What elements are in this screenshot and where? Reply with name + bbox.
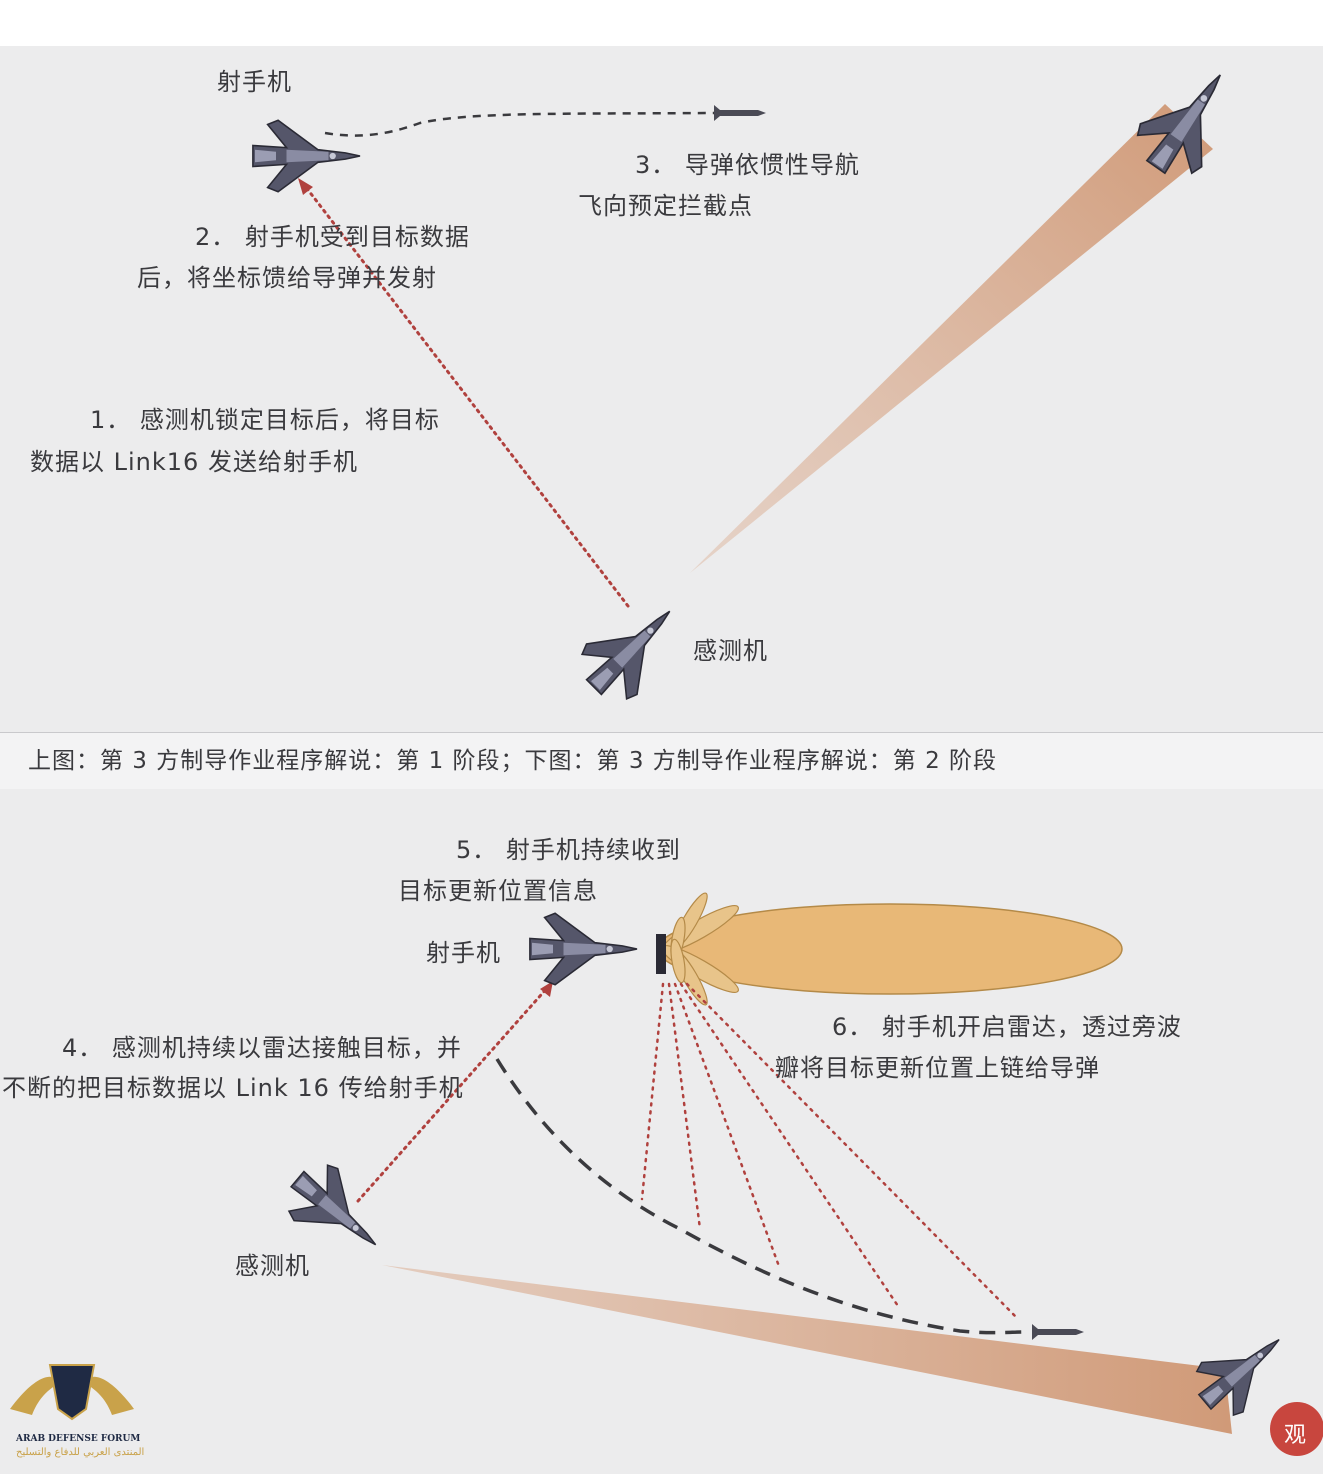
missile-icon	[1032, 1324, 1084, 1340]
missile-path	[495, 1058, 1026, 1335]
forum-logo-icon	[10, 1364, 134, 1421]
datalink-arrowhead	[540, 981, 553, 997]
step2-line1: 2． 射手机受到目标数据	[195, 223, 470, 251]
step1-line1: 1． 感测机锁定目标后，将目标	[90, 406, 440, 434]
datalink-line	[356, 985, 550, 1203]
shooter-label: 射手机	[426, 939, 501, 967]
step4-line2: 不断的把目标数据以 Link 16 传给射手机	[2, 1074, 464, 1102]
step5-line1: 5． 射手机持续收到	[456, 836, 681, 864]
radar-antenna	[656, 934, 666, 974]
radar-side-lobes	[661, 892, 739, 1006]
sidelobe-uplink-rays	[640, 982, 1020, 1321]
bottom-diagram-panel: 射手机 感测机 4． 感测机持续以雷达接触目标，并 不断的把目标数据以 Link…	[0, 789, 1323, 1474]
shooter-jet-icon	[252, 119, 361, 193]
step1-line2: 数据以 Link16 发送给射手机	[30, 448, 358, 476]
shooter-jet-icon	[529, 912, 638, 986]
step5-line2: 目标更新位置信息	[398, 877, 598, 905]
step3-line2: 飞向预定拦截点	[578, 192, 753, 220]
missile-icon	[714, 105, 766, 121]
bottom-diagram-graphics	[10, 892, 1323, 1456]
step4-line1: 4． 感测机持续以雷达接触目标，并	[62, 1034, 462, 1062]
seal-watermark	[1270, 1402, 1323, 1456]
seal-character: 观	[1284, 1423, 1307, 1448]
radar-beam	[690, 104, 1213, 573]
radar-beam	[382, 1265, 1232, 1434]
missile-path	[324, 111, 716, 137]
caption-bar: 上图：第 3 方制导作业程序解说：第 1 阶段；下图：第 3 方制导作业程序解说…	[0, 732, 1323, 790]
step6-line1: 6． 射手机开启雷达，透过旁波	[832, 1013, 1182, 1041]
datalink-arrowhead	[298, 178, 313, 195]
forum-arabic-name: المنتدى العربي للدفاع والتسليح	[16, 1447, 145, 1458]
shooter-label: 射手机	[217, 68, 292, 96]
top-diagram-graphics	[252, 52, 1252, 714]
step2-line2: 后，将坐标馈给导弹并发射	[137, 264, 437, 292]
sensor-jet-icon	[567, 585, 696, 714]
figure-caption: 上图：第 3 方制导作业程序解说：第 1 阶段；下图：第 3 方制导作业程序解说…	[28, 748, 998, 774]
datalink-line	[303, 184, 630, 608]
sensor-label: 感测机	[693, 637, 768, 665]
step6-line2: 瓣将目标更新位置上链给导弹	[775, 1054, 1100, 1082]
top-diagram-panel: 射手机 感测机 1． 感测机锁定目标后，将目标 数据以 Link16 发送给射手…	[0, 46, 1323, 732]
forum-name: ARAB DEFENSE FORUM	[16, 1434, 141, 1444]
step3-line1: 3． 导弹依惯性导航	[635, 151, 860, 179]
sensor-label: 感测机	[235, 1252, 310, 1280]
